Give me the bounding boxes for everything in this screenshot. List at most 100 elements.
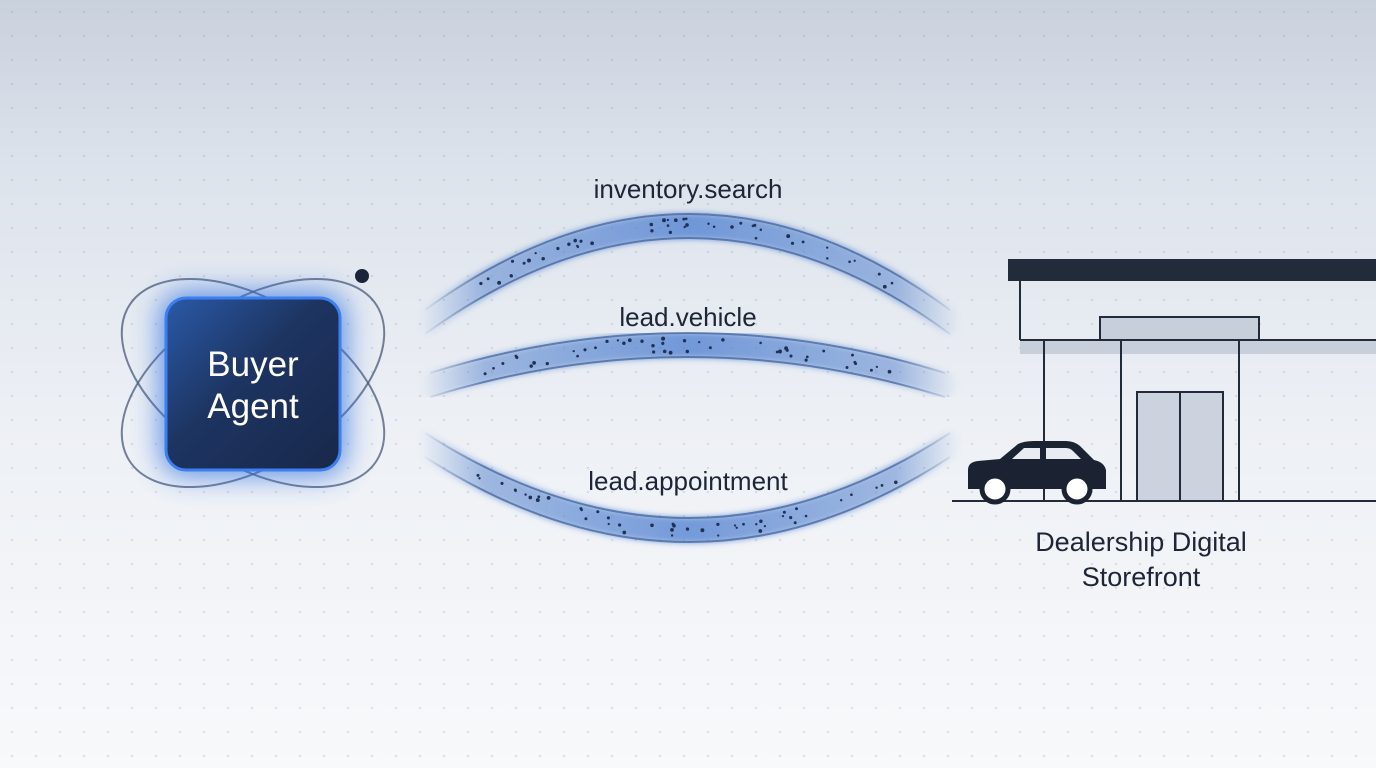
particle xyxy=(662,349,667,354)
agent-label-line1: Buyer xyxy=(207,345,299,384)
particle xyxy=(848,260,851,264)
particle xyxy=(514,489,517,493)
channel-tube-edge xyxy=(429,332,946,374)
particle xyxy=(501,361,505,366)
storefront-sign xyxy=(1099,316,1260,341)
particle xyxy=(650,229,654,233)
particle xyxy=(605,339,609,344)
particle xyxy=(524,493,527,496)
particle xyxy=(759,228,763,232)
particle xyxy=(822,349,826,353)
particle xyxy=(685,223,689,227)
storefront-roof xyxy=(1008,259,1376,281)
particle xyxy=(721,338,725,342)
particle xyxy=(573,238,578,243)
channel-particles xyxy=(476,473,898,537)
particle xyxy=(712,225,716,228)
particle xyxy=(700,528,705,533)
particle xyxy=(622,530,627,535)
particle xyxy=(596,510,600,514)
particle xyxy=(515,356,519,360)
particle xyxy=(535,498,540,503)
particle xyxy=(890,281,894,285)
particle xyxy=(759,341,762,345)
particle xyxy=(877,272,881,276)
particle xyxy=(869,368,873,372)
particle xyxy=(617,523,622,527)
channel-tube-edge xyxy=(424,237,951,335)
channel-particles xyxy=(483,336,892,376)
particle xyxy=(579,239,583,243)
particle xyxy=(670,528,674,532)
particle xyxy=(616,339,620,342)
particle xyxy=(479,281,483,286)
particle xyxy=(651,350,656,354)
particle xyxy=(754,236,758,240)
particle xyxy=(590,241,594,246)
particle xyxy=(733,524,737,527)
particle xyxy=(483,372,487,376)
particle xyxy=(476,473,480,477)
particle xyxy=(478,477,481,480)
particle xyxy=(786,234,791,239)
particle xyxy=(622,341,626,345)
particle xyxy=(567,242,571,246)
channel-lead-vehicle: lead.vehicle xyxy=(417,302,958,398)
particle xyxy=(804,358,808,362)
particle xyxy=(640,339,644,343)
particle xyxy=(572,349,575,353)
car-wheel xyxy=(979,473,1011,505)
particle xyxy=(673,218,678,223)
particle xyxy=(682,217,686,221)
storefront-canopy xyxy=(1020,340,1376,354)
buyer-agent: Buyer Agent xyxy=(120,269,386,489)
particle xyxy=(845,366,849,369)
particle xyxy=(685,349,690,354)
particle xyxy=(668,350,673,355)
particle xyxy=(545,361,549,366)
particle xyxy=(742,522,745,526)
particle xyxy=(789,516,793,520)
particle xyxy=(541,256,545,261)
car-wheel xyxy=(1061,473,1093,505)
particle xyxy=(717,534,720,537)
car-window-front xyxy=(1012,448,1040,459)
particle xyxy=(826,257,829,260)
particle xyxy=(793,521,797,525)
channel-tube-glow xyxy=(417,332,958,398)
particle xyxy=(529,364,533,368)
particle xyxy=(785,348,789,352)
particle xyxy=(763,524,767,528)
particle xyxy=(805,355,809,359)
channel-label-lead-vehicle: lead.vehicle xyxy=(619,302,756,332)
particle xyxy=(670,534,674,537)
particle xyxy=(510,259,515,263)
particle xyxy=(882,284,887,289)
particle xyxy=(778,349,782,354)
channel-tube-edge xyxy=(424,432,951,519)
particle xyxy=(510,274,513,278)
particle xyxy=(649,222,654,227)
particle xyxy=(534,252,537,255)
particle xyxy=(851,353,854,357)
particle xyxy=(708,346,712,350)
channel-tube-glow xyxy=(412,213,963,335)
particle xyxy=(522,261,526,265)
particle xyxy=(782,510,786,514)
particle xyxy=(730,225,734,229)
particle xyxy=(875,365,879,369)
particle xyxy=(751,224,755,228)
particle xyxy=(537,495,541,499)
particle xyxy=(556,246,560,251)
particle xyxy=(651,343,655,348)
channel-label-inventory-search: inventory.search xyxy=(594,174,783,204)
particle xyxy=(682,339,687,343)
particle xyxy=(894,480,898,485)
agent-label-line2: Agent xyxy=(207,387,299,426)
particle xyxy=(662,218,666,223)
particle xyxy=(795,507,798,511)
particle xyxy=(739,221,743,225)
particle xyxy=(801,240,805,244)
dealership-storefront: Dealership Digital Storefront xyxy=(952,259,1376,592)
particle xyxy=(661,341,665,345)
